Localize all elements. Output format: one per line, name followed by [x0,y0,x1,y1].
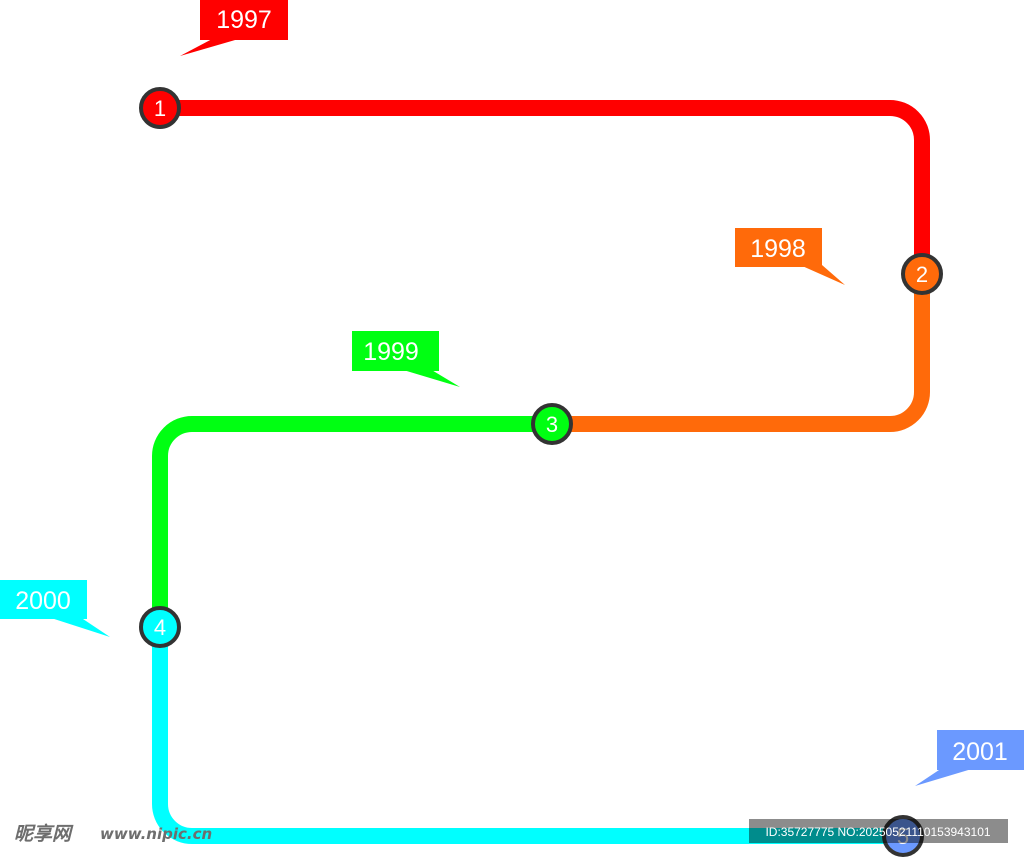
node-4: 4 [139,606,181,648]
node-number: 1 [154,96,166,121]
watermark-site-text: www.nipic.cn [100,825,212,843]
node-circle [882,815,924,857]
callout-box [200,0,288,40]
callout-2000: 2000 [0,580,110,637]
year-label: 1999 [363,338,419,366]
node-circle [139,606,181,648]
node-number: 4 [154,615,166,640]
callout-box [0,580,87,619]
node-number: 5 [897,824,909,849]
watermark-id-bar [749,819,1008,843]
year-label: 2000 [15,587,71,615]
callout-1998: 1998 [735,228,845,285]
callout-tail [915,768,975,786]
year-label: 2001 [952,738,1008,766]
watermark-id-text: ID:35727775 NO:20250521110153943101 [765,825,990,839]
callout-tail [400,369,460,387]
node-1: 1 [139,87,181,129]
node-number: 2 [916,262,928,287]
callout-tail [180,38,242,56]
callout-tail [48,617,110,637]
callout-2001: 2001 [915,730,1024,786]
callout-box [352,331,439,371]
callout-box [735,228,822,267]
watermark-id: ID:35727775 NO:20250521110153943101 [749,819,1008,843]
segment-red [152,100,930,282]
node-3: 3 [531,403,573,445]
watermark-logo-text: 昵享网 [14,823,74,845]
node-2: 2 [901,253,943,295]
node-circle [139,87,181,129]
node-5: 5 [882,815,924,857]
callout-1997: 1997 [180,0,288,56]
watermark-logo: 昵享网 www.nipic.cn [14,823,212,845]
callout-tail [800,265,845,285]
node-number: 3 [546,412,558,437]
segment-green [152,416,560,635]
node-circle [901,253,943,295]
segment-cyan [152,619,911,844]
callout-box [937,730,1024,770]
node-circle [531,403,573,445]
callout-1999: 1999 [352,331,460,387]
year-label: 1997 [216,6,272,34]
segment-orange [544,266,930,432]
year-label: 1998 [750,235,806,263]
